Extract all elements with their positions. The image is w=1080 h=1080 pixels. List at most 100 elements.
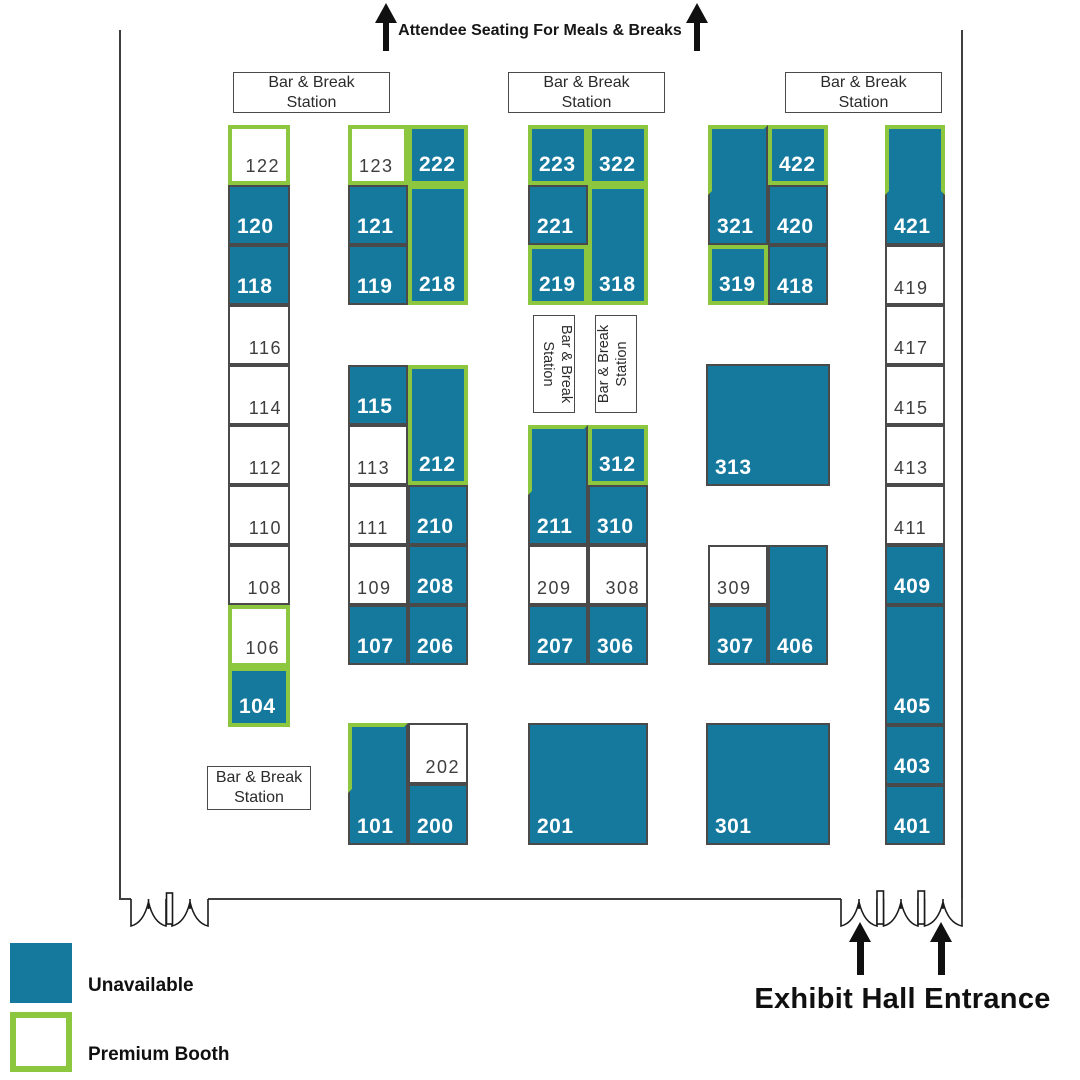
booth-409[interactable]: 409 (885, 545, 945, 605)
booth-number: 301 (715, 815, 752, 838)
booth-207[interactable]: 207 (528, 605, 588, 665)
booth-109[interactable]: 109 (348, 545, 408, 605)
booth-123[interactable]: 123 (348, 125, 408, 185)
booth-319[interactable]: 319 (708, 245, 768, 305)
booth-number: 405 (894, 695, 931, 718)
station-label-line1: Bar & Break (596, 324, 612, 404)
booth-210[interactable]: 210 (408, 485, 468, 545)
booth-111[interactable]: 111 (348, 485, 408, 545)
booth-number: 108 (247, 578, 282, 598)
booth-number: 403 (894, 755, 931, 778)
booth-322[interactable]: 322 (588, 125, 648, 185)
booth-208[interactable]: 208 (408, 545, 468, 605)
booth-101[interactable]: 101 (348, 723, 408, 845)
exhibit-hall-entrance-label: Exhibit Hall Entrance (754, 983, 1051, 1015)
booth-108[interactable]: 108 (228, 545, 290, 605)
booth-number: 110 (248, 518, 282, 538)
booth-number: 413 (894, 458, 929, 478)
booth-201[interactable]: 201 (528, 723, 648, 845)
booth-222[interactable]: 222 (408, 125, 468, 185)
booth-122[interactable]: 122 (228, 125, 290, 185)
booth-312[interactable]: 312 (588, 425, 648, 485)
booth-422[interactable]: 422 (768, 125, 828, 185)
booth-411[interactable]: 411 (885, 485, 945, 545)
booth-307[interactable]: 307 (708, 605, 768, 665)
arrow-up-icon (686, 3, 708, 23)
station-label-line2: Station (838, 93, 889, 111)
booth-120[interactable]: 120 (228, 185, 290, 245)
booth-number: 114 (248, 398, 282, 418)
booth-415[interactable]: 415 (885, 365, 945, 425)
booth-number: 222 (419, 153, 456, 176)
station-label-line2: Station (614, 341, 631, 387)
booth-313[interactable]: 313 (706, 364, 830, 486)
booth-118[interactable]: 118 (228, 245, 290, 305)
booth-419[interactable]: 419 (885, 245, 945, 305)
station-label-line1: Bar & Break (215, 769, 303, 786)
booth-219[interactable]: 219 (528, 245, 588, 305)
booth-number: 306 (597, 635, 634, 658)
booth-number: 106 (245, 638, 280, 658)
booth-104[interactable]: 104 (228, 667, 290, 727)
booth-321[interactable]: 321 (708, 125, 768, 245)
booth-110[interactable]: 110 (228, 485, 290, 545)
booth-301[interactable]: 301 (706, 723, 830, 845)
booth-number: 418 (777, 275, 814, 298)
booth-number: 210 (417, 515, 454, 538)
booth-420[interactable]: 420 (768, 185, 828, 245)
booth-106[interactable]: 106 (228, 605, 290, 667)
booth-number: 308 (605, 578, 640, 598)
booth-211[interactable]: 211 (528, 425, 588, 545)
booth-309[interactable]: 309 (708, 545, 768, 605)
booth-number: 411 (894, 518, 928, 538)
booth-number: 206 (417, 635, 454, 658)
booth-121[interactable]: 121 (348, 185, 408, 245)
booth-number: 406 (777, 635, 814, 658)
booth-318[interactable]: 318 (588, 185, 648, 305)
booth-number: 200 (417, 815, 454, 838)
booth-number: 310 (597, 515, 634, 538)
booth-421[interactable]: 421 (885, 125, 945, 245)
booth-200[interactable]: 200 (408, 784, 468, 845)
booth-number: 118 (237, 275, 273, 298)
booth-209[interactable]: 209 (528, 545, 588, 605)
booth-306[interactable]: 306 (588, 605, 648, 665)
booth-119[interactable]: 119 (348, 245, 408, 305)
booth-417[interactable]: 417 (885, 305, 945, 365)
booth-number: 211 (537, 515, 573, 538)
booth-113[interactable]: 113 (348, 425, 408, 485)
booth-112[interactable]: 112 (228, 425, 290, 485)
booth-116[interactable]: 116 (228, 305, 290, 365)
booth-114[interactable]: 114 (228, 365, 290, 425)
booth-223[interactable]: 223 (528, 125, 588, 185)
booth-212[interactable]: 212 (408, 365, 468, 485)
booth-405[interactable]: 405 (885, 605, 945, 725)
booth-308[interactable]: 308 (588, 545, 648, 605)
booth-number: 115 (357, 395, 393, 418)
legend-unavailable-label: Unavailable (88, 975, 194, 996)
booth-413[interactable]: 413 (885, 425, 945, 485)
booth-406[interactable]: 406 (768, 545, 828, 665)
booth-418[interactable]: 418 (768, 245, 828, 305)
booth-403[interactable]: 403 (885, 725, 945, 785)
booth-221[interactable]: 221 (528, 185, 588, 245)
booth-number: 202 (425, 757, 460, 777)
arrow-up-icon (375, 3, 397, 23)
booth-107[interactable]: 107 (348, 605, 408, 665)
booth-206[interactable]: 206 (408, 605, 468, 665)
booth-202[interactable]: 202 (408, 723, 468, 784)
station-label-line2: Station (234, 789, 284, 806)
booth-115[interactable]: 115 (348, 365, 408, 425)
booth-number: 107 (357, 635, 394, 658)
booth-218[interactable]: 218 (408, 185, 468, 305)
booth-number: 207 (537, 635, 574, 658)
booth-number: 415 (894, 398, 929, 418)
booth-401[interactable]: 401 (885, 785, 945, 845)
entrance-arrow-right (930, 922, 952, 975)
station-label-line1: Bar & Break (268, 73, 355, 91)
booth-310[interactable]: 310 (588, 485, 648, 545)
